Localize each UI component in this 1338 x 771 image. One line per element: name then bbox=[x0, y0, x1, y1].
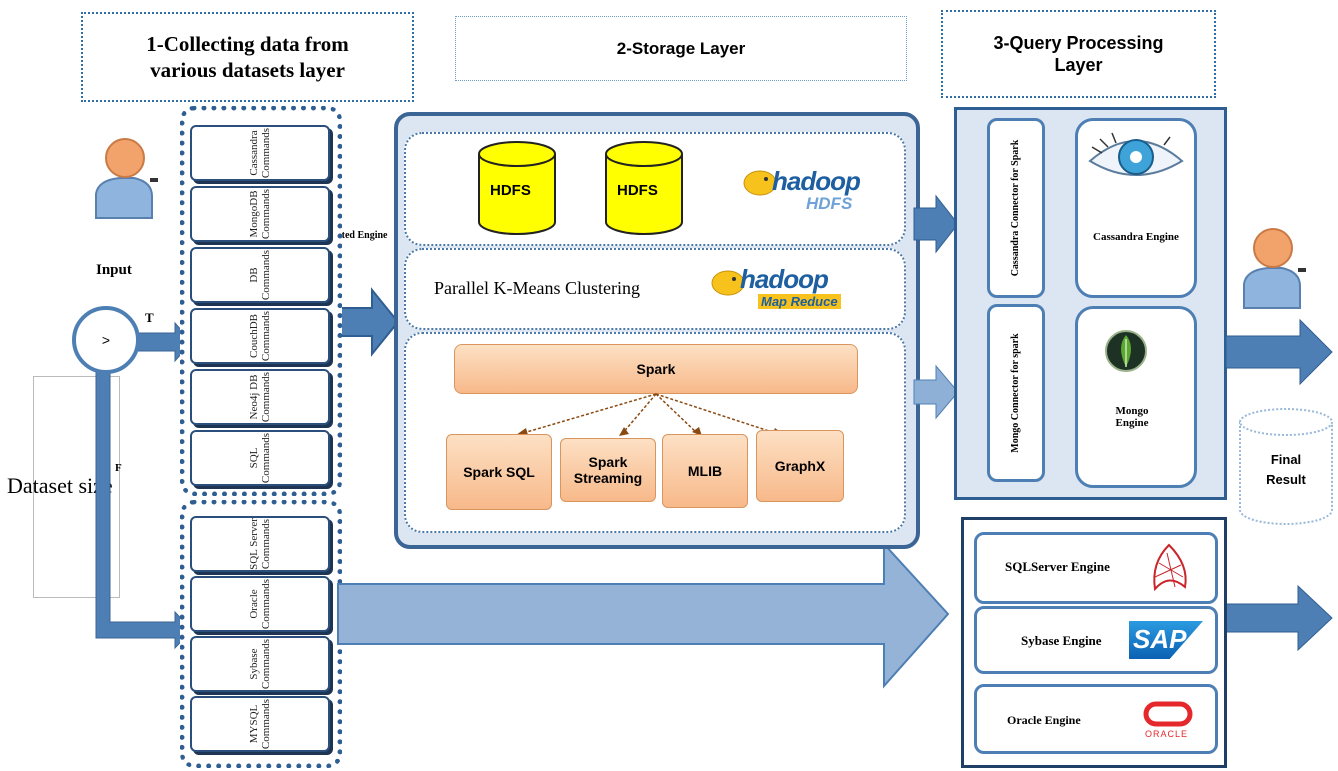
mongo-leaf-icon bbox=[1105, 330, 1147, 372]
mongodb-commands[interactable]: MongoDB Commands bbox=[190, 186, 330, 242]
final-result-cylinder bbox=[1239, 408, 1333, 525]
cassandra-commands[interactable]: Cassandra Commands bbox=[190, 125, 330, 181]
mongo-engine-label: Mongo Engine bbox=[1115, 405, 1149, 429]
dataset-size-label: Dataset size bbox=[7, 473, 113, 498]
elephant-icon bbox=[711, 270, 745, 296]
hadoop-hdfs-logo: hadoop HDFS bbox=[742, 162, 872, 222]
oracle-wordmark: ORACLE bbox=[1145, 729, 1189, 739]
spark-box[interactable]: Spark bbox=[454, 344, 858, 394]
final-result-label: Final Result bbox=[1266, 452, 1306, 487]
storage-layer-title: 2-Storage Layer bbox=[455, 16, 907, 81]
oracle-commands[interactable]: Oracle Commands bbox=[190, 576, 330, 632]
spark-dashed-arrows bbox=[516, 393, 783, 436]
hdfs-label-1: HDFS bbox=[490, 182, 531, 199]
couchdb-commands[interactable]: CouchDB Commands bbox=[190, 308, 330, 364]
sqlserver-commands[interactable]: SQL Server Commands bbox=[190, 516, 330, 572]
query-processing-layer: Cassandra Connector for Spark Cassandra … bbox=[954, 107, 1227, 500]
cassandra-eye-icon bbox=[1088, 132, 1184, 176]
sqlserver-engine[interactable]: SQLServer Engine bbox=[974, 532, 1218, 604]
input-label: Input bbox=[96, 262, 132, 278]
kmeans-label: Parallel K-Means Clustering bbox=[434, 278, 640, 298]
collect-layer-title: 1-Collecting data from various datasets … bbox=[81, 12, 414, 102]
neo4j-commands[interactable]: Neo4j DB Commands bbox=[190, 369, 330, 425]
hadoop-mapreduce-logo: hadoop Map Reduce bbox=[710, 262, 860, 318]
cassandra-engine[interactable]: Cassandra Engine bbox=[1075, 118, 1197, 298]
true-label: T bbox=[145, 310, 154, 325]
sybase-engine[interactable]: Sybase Engine SAP bbox=[974, 606, 1218, 674]
hdfs-cylinder-2 bbox=[605, 141, 683, 235]
db-commands[interactable]: DB Commands bbox=[190, 247, 330, 303]
output-arrows bbox=[1225, 318, 1333, 652]
mongo-connector[interactable]: Mongo Connector for spark bbox=[987, 304, 1045, 482]
big-arrow-to-rdbms bbox=[337, 541, 950, 689]
mlib-box[interactable]: MLIB bbox=[662, 434, 748, 508]
selected-engine-label: Selected Engine bbox=[320, 230, 388, 241]
sybase-commands[interactable]: Sybase Commands bbox=[190, 636, 330, 692]
mysql-commands[interactable]: MYSQL Commands bbox=[190, 696, 330, 752]
kmeans-panel: Parallel K-Means Clustering hadoop Map R… bbox=[404, 248, 906, 330]
spark-sql-box[interactable]: Spark SQL bbox=[446, 434, 552, 510]
oracle-engine[interactable]: Oracle Engine ORACLE bbox=[974, 684, 1218, 754]
sql-commands[interactable]: SQL Commands bbox=[190, 430, 330, 486]
query-layer-title: 3-Query Processing Layer bbox=[941, 10, 1216, 98]
storage-to-query-arrows bbox=[913, 194, 959, 420]
sqlserver-icon bbox=[1153, 543, 1187, 592]
graphx-box[interactable]: GraphX bbox=[756, 430, 844, 502]
spark-streaming-box[interactable]: Spark Streaming bbox=[560, 438, 656, 502]
cassandra-engine-label: Cassandra Engine bbox=[1093, 231, 1179, 243]
output-user-icon bbox=[1243, 228, 1306, 309]
elephant-icon bbox=[743, 170, 777, 196]
storage-layer: HDFS HDFS hadoop HDFS Parallel K-Means C… bbox=[394, 112, 920, 549]
hdfs-cylinder-1 bbox=[478, 141, 556, 235]
decision-node: > bbox=[72, 306, 140, 374]
sap-logo: SAP bbox=[1129, 621, 1203, 659]
mongo-engine[interactable]: Mongo Engine bbox=[1075, 306, 1197, 488]
oracle-ring-icon bbox=[1143, 701, 1193, 727]
rdbms-engines: SQLServer Engine Sybase Engine SAP Oracl… bbox=[961, 517, 1227, 768]
hdfs-panel: HDFS HDFS hadoop HDFS bbox=[404, 132, 906, 246]
cassandra-connector[interactable]: Cassandra Connector for Spark bbox=[987, 118, 1045, 298]
hdfs-label-2: HDFS bbox=[617, 182, 658, 199]
spark-panel: Spark Spark SQL Spark Streaming MLIB Gra… bbox=[404, 332, 906, 533]
input-user-icon bbox=[95, 138, 158, 219]
false-label: F bbox=[115, 462, 122, 474]
